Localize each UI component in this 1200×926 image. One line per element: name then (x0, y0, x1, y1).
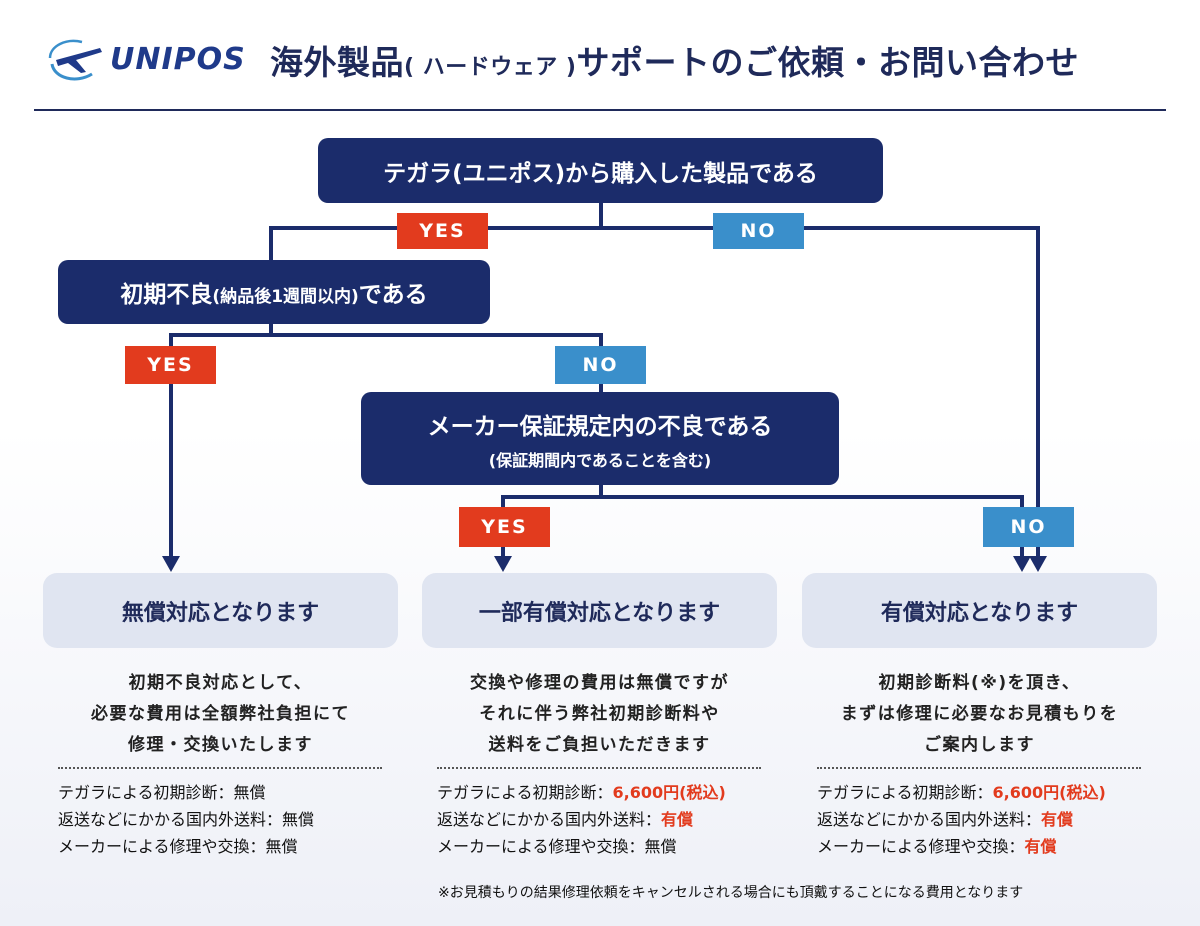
decision-label: テガラ(ユニポス)から購入した製品である (383, 160, 818, 187)
desc-line: 必要な費用は全額弊社負担にて (91, 704, 350, 724)
unipos-logo: UNIPOS (46, 34, 246, 84)
cost-value: 無償 (233, 783, 266, 802)
q2-main: 初期不良 (120, 282, 213, 308)
desc-line: 初期診断料(※)を頂き、 (878, 673, 1081, 693)
title-rest: サポートのご依頼・お問い合わせ (576, 43, 1079, 82)
cost-value: 有償 (1041, 810, 1074, 829)
desc-line: 初期不良対応として、 (128, 673, 313, 693)
desc-line: まずは修理に必要なお見積もりを (840, 704, 1119, 724)
cost-value: 無償 (282, 810, 315, 829)
yes-tag: YES (125, 346, 216, 384)
desc-line: 修理・交換いたします (128, 735, 313, 755)
connector-q3-no (601, 495, 1024, 558)
no-tag: NO (713, 213, 804, 249)
cost-value: 有償 (1024, 837, 1057, 856)
connector-q1-yes (269, 226, 601, 260)
no-tag: NO (983, 507, 1074, 547)
decision-label: メーカー保証規定内の不良である (427, 413, 773, 440)
result-paid: 有償対応となります (802, 573, 1157, 648)
connector-q2-no (271, 333, 603, 392)
cost-value: 有償 (661, 810, 694, 829)
q2-rest: である (358, 282, 428, 308)
airplane-globe-icon (48, 39, 102, 81)
dotted-divider (817, 767, 1141, 769)
q2-paren: (納品後1週間以内) (212, 287, 359, 307)
cost-row: メーカーによる修理や交換：無償 (58, 837, 298, 856)
decision-manufacturer-warranty: メーカー保証規定内の不良である (保証期間内であることを含む) (361, 392, 839, 485)
decision-purchased-from-tegara: テガラ(ユニポス)から購入した製品である (318, 138, 883, 203)
arrowhead-middle (494, 556, 512, 572)
cost-value: 無償 (644, 837, 677, 856)
cost-row: 返送などにかかる国内外送料：有償 (817, 810, 1074, 829)
connector-q2-yes (169, 333, 271, 556)
cost-row: テガラによる初期診断：6,600円(税込) (817, 783, 1106, 802)
result-free-costs: テガラによる初期診断：無償 返送などにかかる国内外送料：無償 メーカーによる修理… (58, 779, 314, 860)
page-title: 海外製品( ハードウェア )サポートのご依頼・お問い合わせ (270, 36, 1079, 84)
result-paid-description: 初期診断料(※)を頂き、 まずは修理に必要なお見積もりを ご案内します (802, 668, 1157, 761)
cost-row: テガラによる初期診断：6,600円(税込) (437, 783, 726, 802)
desc-line: 交換や修理の費用は無償ですが (470, 673, 729, 693)
yes-tag: YES (459, 507, 550, 547)
result-partial-paid: 一部有償対応となります (422, 573, 777, 648)
arrowhead-right-b (1029, 556, 1047, 572)
result-paid-costs: テガラによる初期診断：6,600円(税込) 返送などにかかる国内外送料：有償 メ… (817, 779, 1106, 860)
cost-row: 返送などにかかる国内外送料：有償 (437, 810, 694, 829)
cost-value: 無償 (265, 837, 298, 856)
cost-row: メーカーによる修理や交換：有償 (817, 837, 1057, 856)
footnote: ※お見積もりの結果修理依頼をキャンセルされる場合にも頂戴することになる費用となり… (438, 885, 1024, 901)
decision-sublabel: (保証期間内であることを含む) (488, 450, 712, 470)
dotted-divider (437, 767, 761, 769)
result-partial-description: 交換や修理の費用は無償ですが それに伴う弊社初期診断料や 送料をご負担いただきま… (422, 668, 777, 761)
desc-line: それに伴う弊社初期診断料や (479, 704, 720, 724)
title-main: 海外製品 (270, 43, 404, 82)
result-free-description: 初期不良対応として、 必要な費用は全額弊社負担にて 修理・交換いたします (43, 668, 398, 761)
result-free: 無償対応となります (43, 573, 398, 648)
cost-row: メーカーによる修理や交換：無償 (437, 837, 677, 856)
yes-tag: YES (397, 213, 488, 249)
decision-initial-defect: 初期不良(納品後1週間以内)である (58, 260, 490, 324)
arrowhead-left (162, 556, 180, 572)
cost-value: 6,600円(税込) (992, 783, 1106, 802)
logo-text: UNIPOS (110, 41, 246, 77)
title-paren: ( ハードウェア ) (404, 55, 577, 80)
desc-line: 送料をご負担いただきます (488, 735, 711, 755)
header-divider (34, 109, 1166, 111)
cost-row: 返送などにかかる国内外送料：無償 (58, 810, 315, 829)
cost-row: テガラによる初期診断：無償 (58, 783, 266, 802)
arrowhead-right-a (1013, 556, 1031, 572)
dotted-divider (58, 767, 382, 769)
result-partial-costs: テガラによる初期診断：6,600円(税込) 返送などにかかる国内外送料：有償 メ… (437, 779, 726, 860)
desc-line: ご案内します (924, 735, 1035, 755)
no-tag: NO (555, 346, 646, 384)
decision-label: 初期不良(納品後1週間以内)である (120, 275, 427, 309)
cost-value: 6,600円(税込) (612, 783, 726, 802)
